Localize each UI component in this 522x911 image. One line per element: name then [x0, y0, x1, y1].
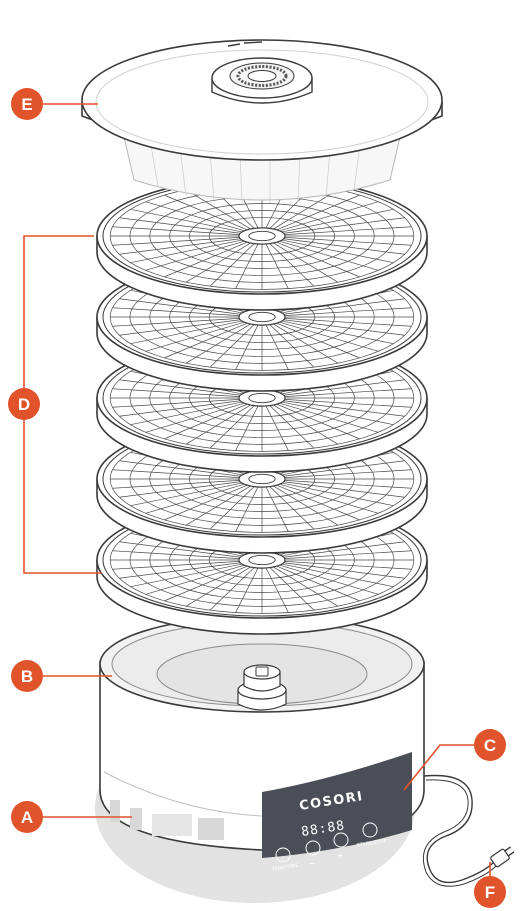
drying-trays [96, 177, 428, 635]
callout-e-label: E [21, 95, 32, 114]
base-band [103, 771, 263, 817]
tray-hub-inner [248, 554, 276, 566]
base-grip-3 [152, 814, 192, 836]
base-grip-2 [130, 808, 142, 830]
callout-a: A [11, 801, 43, 833]
plus-label: + [337, 851, 344, 860]
callout-f: F [474, 876, 506, 908]
tray-hub [238, 227, 286, 245]
plus-button[interactable] [333, 832, 349, 848]
minus-label: − [309, 859, 316, 868]
callout-e: E [11, 88, 43, 120]
minus-button[interactable] [305, 840, 321, 856]
control-panel: COSORI 88:88 TEMP/TIME − + START/STOP [262, 752, 412, 873]
vent-cap-icon [211, 57, 313, 104]
temp-time-button[interactable] [275, 847, 291, 863]
lid-inner-ring [95, 49, 429, 155]
tray-hub-inner [248, 392, 276, 404]
base-grip-1 [110, 800, 120, 822]
temp-time-label: TEMP/TIME [270, 863, 299, 873]
base-unit: COSORI 88:88 TEMP/TIME − + START/STOP [99, 615, 515, 887]
tray-hub [238, 308, 286, 326]
tray-hub [238, 551, 286, 569]
plug-icon [490, 846, 515, 868]
callout-c-label: C [484, 736, 496, 755]
callout-c: C [474, 729, 506, 761]
display-readout: 88:88 [300, 818, 346, 840]
lid-notch [227, 41, 263, 47]
tray-hub-inner [248, 311, 276, 323]
power-cord [422, 774, 515, 887]
callout-d: D [8, 388, 40, 420]
callout-a-label: A [21, 808, 33, 827]
tray-hub [238, 470, 286, 488]
callout-f-label: F [485, 883, 495, 902]
tray-hub-inner [248, 230, 276, 242]
callout-b-label: B [21, 667, 33, 686]
tray-hub [238, 389, 286, 407]
start-stop-label: START/STOP [356, 838, 387, 849]
callout-b: B [11, 660, 43, 692]
start-stop-button[interactable] [362, 822, 378, 838]
lid [81, 39, 443, 204]
callout-d-label: D [18, 395, 30, 414]
tray-hub-inner [248, 473, 276, 485]
fan-hub [237, 664, 287, 711]
control-panel-face [262, 752, 412, 858]
leader-c [403, 744, 474, 791]
base-grip-4 [198, 818, 224, 840]
